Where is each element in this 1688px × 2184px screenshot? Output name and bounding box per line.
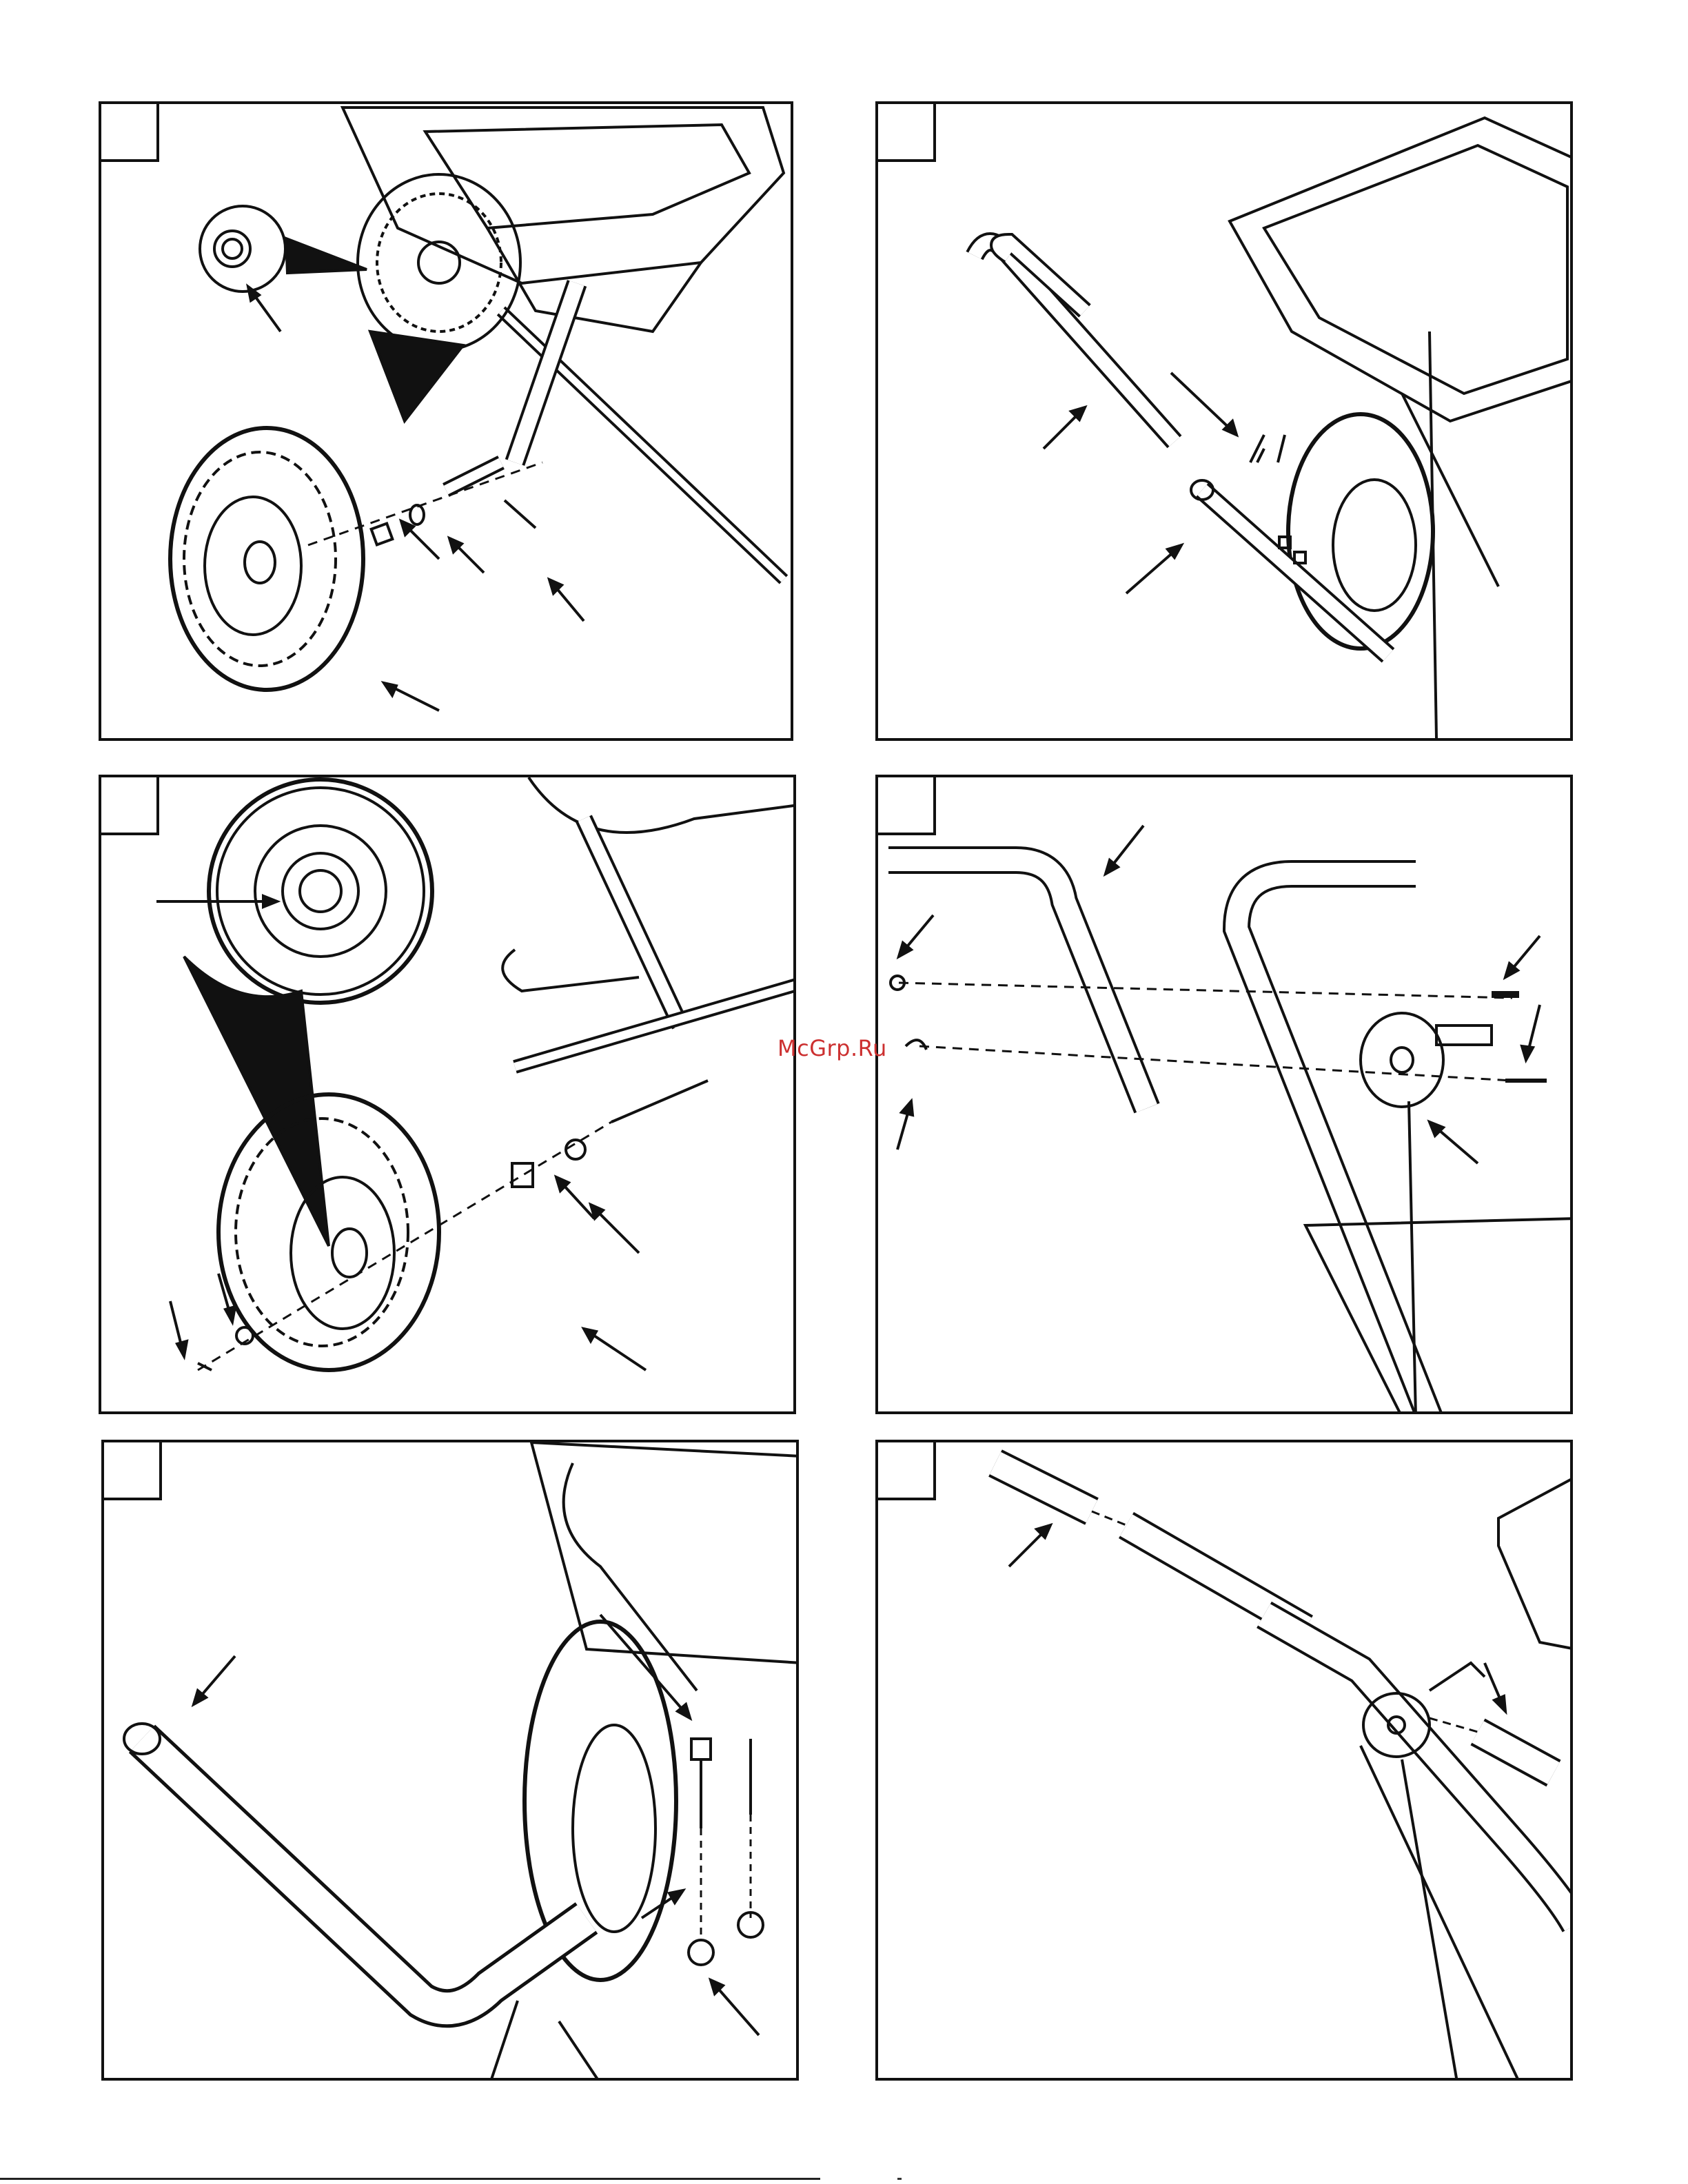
illustration-handle-hardware: [878, 104, 1573, 741]
illustration-wheel-attach: [101, 104, 793, 741]
assembly-panel-3: [99, 775, 796, 1414]
assembly-panel-4: [875, 775, 1573, 1414]
assembly-panel-2: [875, 101, 1573, 741]
illustration-lower-handle: [104, 1442, 799, 2081]
illustration-grips: [878, 1442, 1573, 2081]
assembly-panel-5: [101, 1440, 799, 2081]
watermark-text: McGrp.Ru: [777, 1035, 887, 1061]
illustration-handle-top: [878, 777, 1573, 1414]
footer-mark: [897, 2178, 902, 2180]
assembly-panel-6: [875, 1440, 1573, 2081]
illustration-wheel-detail: [101, 777, 796, 1414]
assembly-panel-1: [99, 101, 793, 741]
footer-rule: [0, 2178, 820, 2180]
